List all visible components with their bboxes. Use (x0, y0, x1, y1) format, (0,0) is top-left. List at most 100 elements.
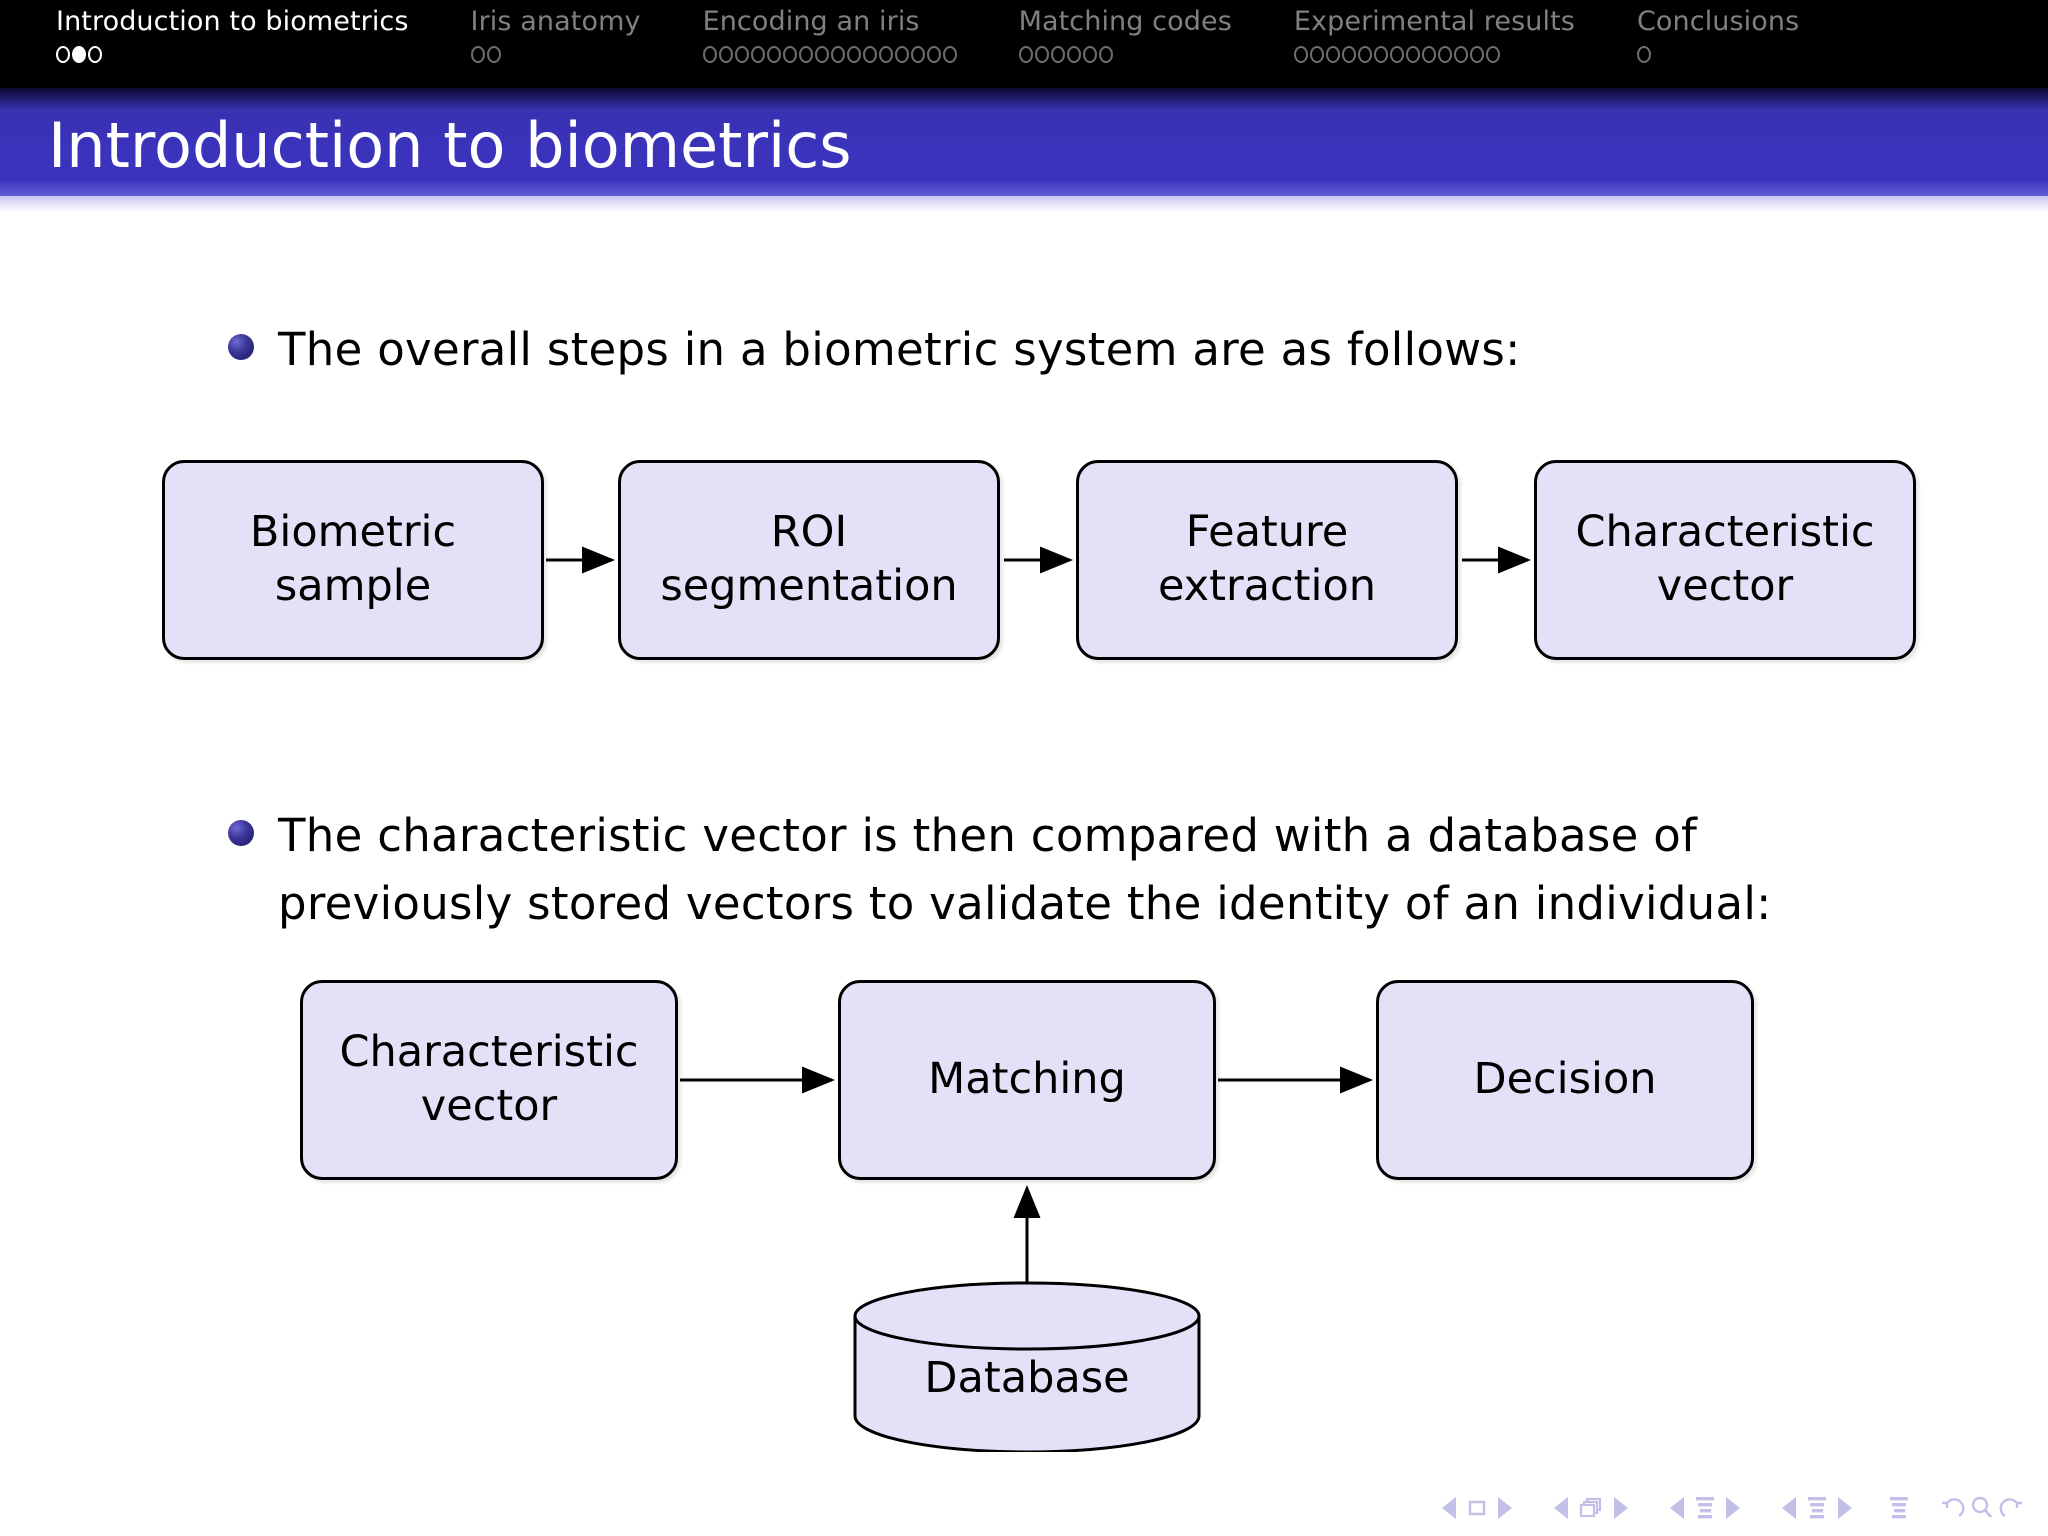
subsection-icon[interactable] (1692, 1494, 1718, 1522)
flow-box-line-2: extraction (1157, 561, 1377, 611)
flow-box-line-2: segmentation (660, 561, 958, 611)
nav-section-matching-codes[interactable]: Matching codes (1018, 0, 1232, 65)
nav-slide-dot[interactable] (1405, 45, 1420, 63)
frame-navigation-group[interactable] (1546, 1495, 1636, 1521)
nav-slide-dot[interactable] (702, 45, 717, 63)
flow-box-line-1: Characteristic (339, 1027, 639, 1078)
flow-box-biometric-sample[interactable]: Biometric sample (162, 460, 544, 660)
nav-slide-dot[interactable] (910, 45, 925, 63)
nav-slide-dot[interactable] (798, 45, 813, 63)
nav-slide-dot[interactable] (1098, 45, 1113, 63)
nav-slide-dot[interactable] (1453, 45, 1468, 63)
slide-navigation-group[interactable] (1434, 1495, 1520, 1521)
section-navigation-group[interactable] (1774, 1494, 1860, 1522)
nav-slide-dot[interactable] (942, 45, 957, 63)
flow-box-matching[interactable]: Matching (838, 980, 1216, 1180)
bullet-sphere-icon (228, 820, 254, 846)
nav-slide-dot[interactable] (88, 45, 102, 63)
nav-section-label: Iris anatomy (470, 6, 641, 37)
nav-slide-dot[interactable] (1018, 45, 1033, 63)
nav-slide-dot[interactable] (1325, 45, 1340, 63)
nav-slide-dot[interactable] (1050, 45, 1065, 63)
flow-box-characteristic-vector-2[interactable]: Characteristic vector (300, 980, 678, 1180)
nav-slide-dot[interactable] (470, 45, 485, 63)
nav-section-label: Conclusions (1636, 6, 1800, 37)
nav-slide-dot[interactable] (486, 45, 501, 63)
previous-frame-icon[interactable] (1554, 1497, 1568, 1519)
nav-slide-dot[interactable] (1373, 45, 1388, 63)
flow-box-feature-extraction[interactable]: Feature extraction (1076, 460, 1458, 660)
back-arrow-icon[interactable] (1938, 1494, 1968, 1522)
document-navigation-group[interactable] (1886, 1494, 1912, 1522)
bullet-sphere-icon (228, 334, 254, 360)
nav-slide-dot[interactable] (846, 45, 861, 63)
flow-box-characteristic-vector[interactable]: Characteristic vector (1534, 460, 1916, 660)
nav-slide-dot[interactable] (750, 45, 765, 63)
bullet-text: The overall steps in a biometric system … (278, 323, 1521, 376)
section-icon[interactable] (1804, 1494, 1830, 1522)
database-label: Database (924, 1353, 1130, 1403)
nav-slide-dot[interactable] (1485, 45, 1500, 63)
nav-section-slide-dots[interactable] (470, 43, 501, 65)
nav-slide-dot[interactable] (830, 45, 845, 63)
nav-section-slide-dots[interactable] (56, 43, 102, 65)
nav-slide-dot[interactable] (766, 45, 781, 63)
flow-box-line-2: vector (1656, 561, 1794, 611)
nav-slide-dot[interactable] (1437, 45, 1452, 63)
next-section-icon[interactable] (1838, 1497, 1852, 1519)
nav-section-introduction-to-biometrics[interactable]: Introduction to biometrics (56, 0, 409, 65)
previous-section-icon[interactable] (1782, 1497, 1796, 1519)
nav-slide-dot[interactable] (1636, 45, 1651, 63)
nav-slide-dot[interactable] (1082, 45, 1097, 63)
nav-slide-dot[interactable] (1066, 45, 1081, 63)
nav-slide-dot[interactable] (878, 45, 893, 63)
slide-icon[interactable] (1464, 1495, 1490, 1521)
flow-box-roi-segmentation[interactable]: ROI segmentation (618, 460, 1000, 660)
nav-section-iris-anatomy[interactable]: Iris anatomy (470, 0, 641, 65)
nav-slide-dot[interactable] (782, 45, 797, 63)
nav-section-label: Matching codes (1018, 6, 1232, 37)
search-icon[interactable] (1968, 1494, 1996, 1522)
nav-slide-dot[interactable] (1421, 45, 1436, 63)
misc-navigation-group[interactable] (1938, 1494, 2026, 1522)
nav-section-experimental-results[interactable]: Experimental results (1293, 0, 1575, 65)
database-cylinder-icon[interactable] (852, 1280, 1202, 1452)
previous-subsection-icon[interactable] (1670, 1497, 1684, 1519)
frames-icon[interactable] (1576, 1495, 1606, 1521)
nav-slide-dot[interactable] (894, 45, 909, 63)
nav-section-label: Introduction to biometrics (56, 6, 409, 37)
nav-slide-dot[interactable] (1357, 45, 1372, 63)
nav-slide-dot[interactable] (1034, 45, 1049, 63)
nav-section-slide-dots[interactable] (1293, 43, 1500, 65)
nav-section-conclusions[interactable]: Conclusions (1636, 0, 1800, 65)
nav-slide-dot[interactable] (1309, 45, 1324, 63)
nav-slide-dot[interactable] (926, 45, 941, 63)
nav-section-encoding-an-iris[interactable]: Encoding an iris (702, 0, 957, 65)
flow-box-decision[interactable]: Decision (1376, 980, 1754, 1180)
beamer-navigation-symbols[interactable] (1408, 1494, 2026, 1522)
nav-slide-dot[interactable] (734, 45, 749, 63)
bullet-item-comparison: The characteristic vector is then compar… (228, 802, 1868, 938)
nav-section-slide-dots[interactable] (1018, 43, 1113, 65)
nav-slide-dot[interactable] (1341, 45, 1356, 63)
next-frame-icon[interactable] (1614, 1497, 1628, 1519)
bullet-text-line-2: previously stored vectors to validate th… (278, 877, 1772, 930)
nav-slide-dot[interactable] (814, 45, 829, 63)
previous-slide-icon[interactable] (1442, 1497, 1456, 1519)
forward-arrow-icon[interactable] (1996, 1494, 2026, 1522)
nav-slide-dot[interactable] (1469, 45, 1484, 63)
nav-slide-dot[interactable] (718, 45, 733, 63)
next-slide-icon[interactable] (1498, 1497, 1512, 1519)
document-icon[interactable] (1886, 1494, 1912, 1522)
next-subsection-icon[interactable] (1726, 1497, 1740, 1519)
nav-section-slide-dots[interactable] (1636, 43, 1651, 65)
section-navigation-bar: Introduction to biometrics Iris anatomy … (0, 0, 2048, 88)
nav-slide-dot[interactable] (1389, 45, 1404, 63)
nav-slide-dot-current[interactable] (72, 45, 86, 63)
subsection-navigation-group[interactable] (1662, 1494, 1748, 1522)
nav-slide-dot[interactable] (862, 45, 877, 63)
nav-slide-dot[interactable] (1293, 45, 1308, 63)
slide-content: The overall steps in a biometric system … (0, 212, 2048, 1472)
nav-slide-dot[interactable] (56, 45, 70, 63)
nav-section-slide-dots[interactable] (702, 43, 957, 65)
